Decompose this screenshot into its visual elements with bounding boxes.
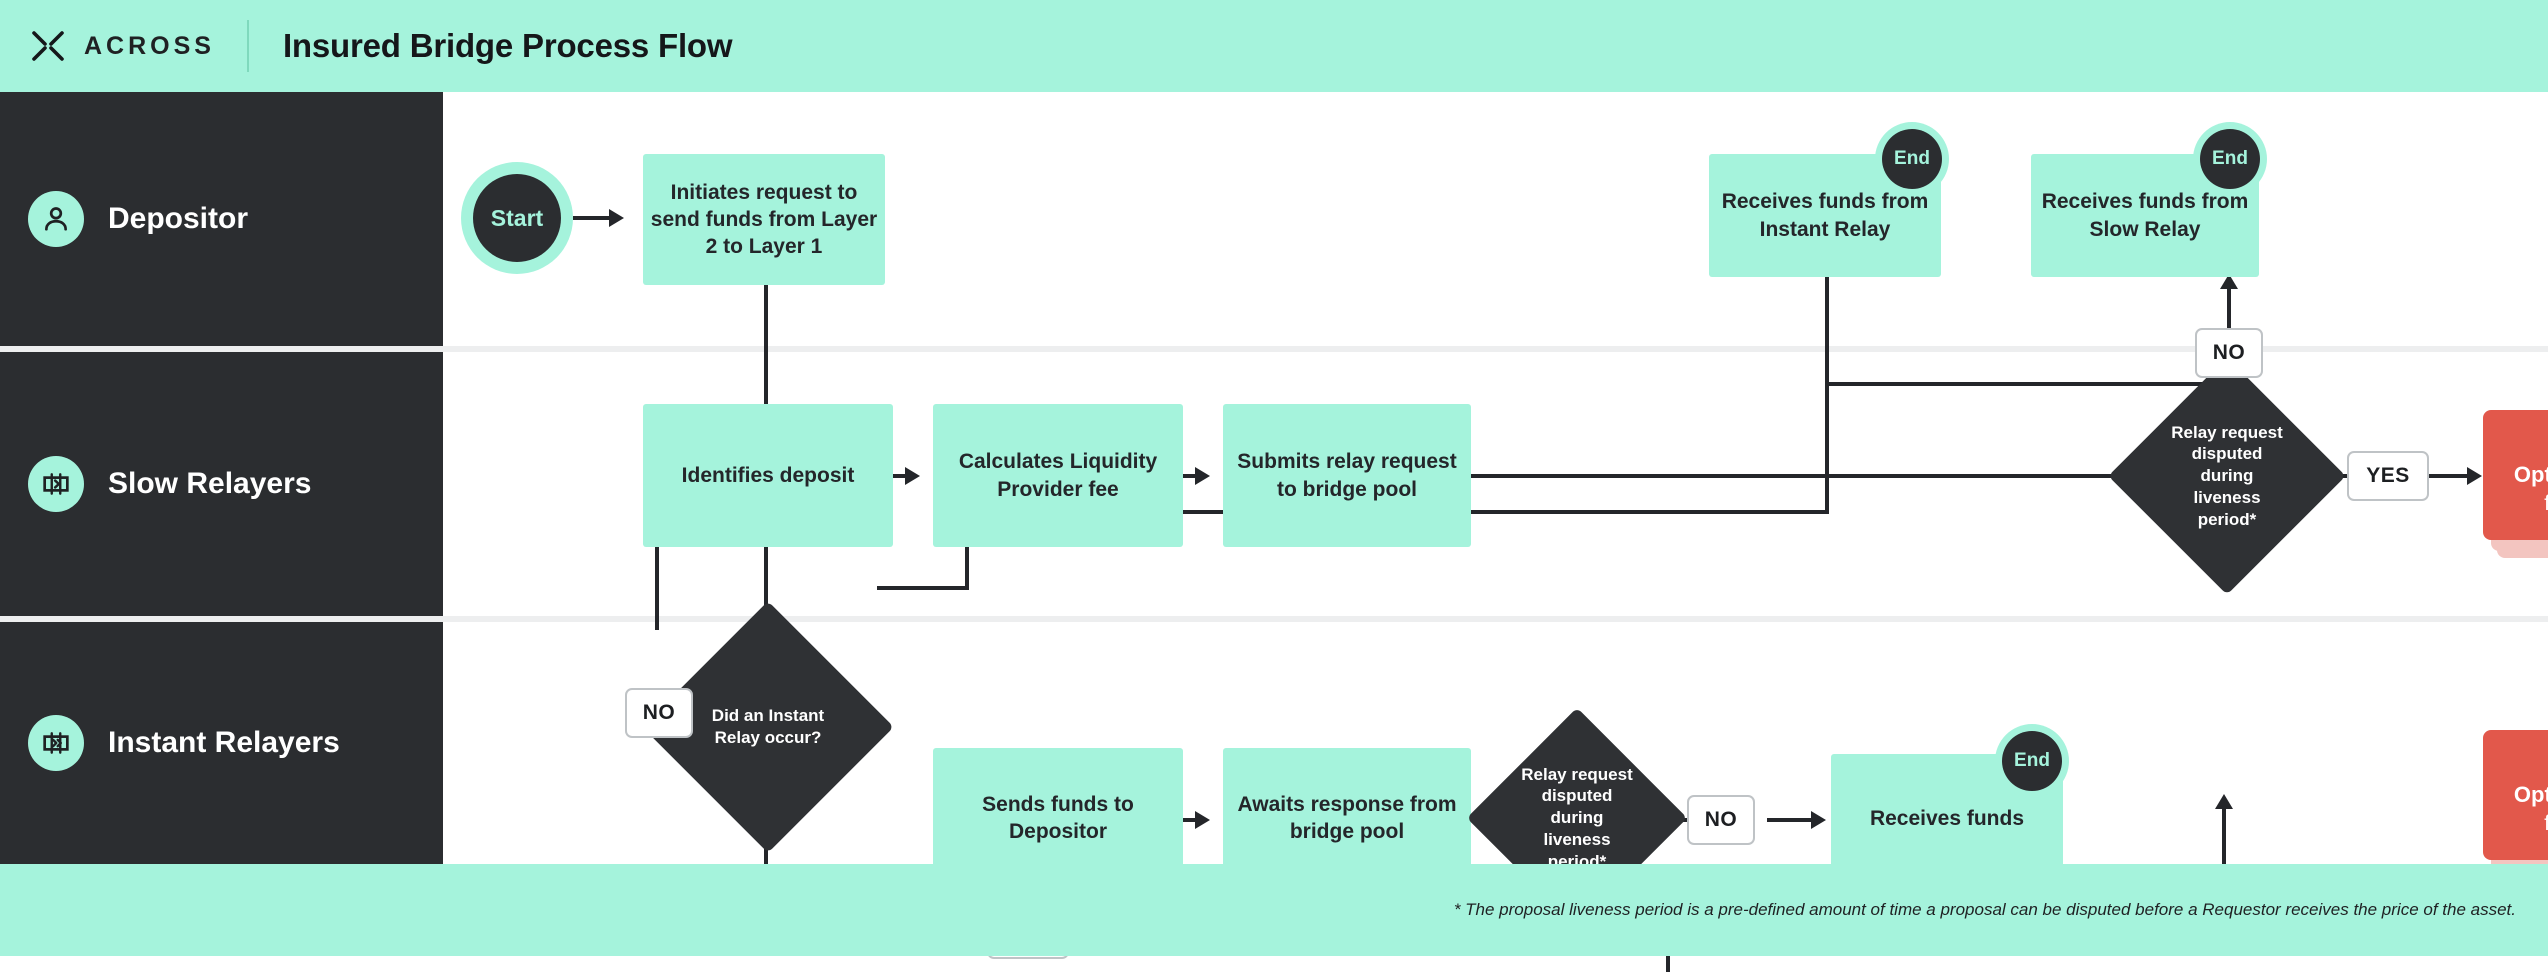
node-optimistic-oracle-slow[interactable]: Sends to Optimistic Oracle for resolutio…: [2483, 410, 2548, 558]
header-divider: [246, 20, 249, 72]
lane-label-text: Depositor: [108, 202, 249, 235]
decision-did-instant-relay-occur[interactable]: Did an Instant Relay occur?: [642, 601, 894, 853]
lane-label-text: Slow Relayers: [108, 467, 312, 500]
edge-label-no-instant: NO: [1687, 795, 1755, 845]
arrowhead: [1195, 811, 1210, 829]
oracle-card-face: Sends to Optimistic Oracle for resolutio…: [2483, 730, 2548, 860]
end-badge-receives-funds: End: [1995, 724, 2069, 798]
brand-name: ACROSS: [84, 31, 215, 60]
edge-slow-yes-b: [2425, 474, 2467, 478]
start-label: Start: [473, 174, 561, 262]
decision-label: Did an Instant Relay occur?: [711, 706, 825, 747]
edge-no-seg-h1: [877, 586, 969, 590]
edge-label-no-slow: NO: [2195, 328, 2263, 378]
arrowhead: [1195, 467, 1210, 485]
edge-start-initiates: [573, 216, 609, 220]
decision-relay-disputed-instant[interactable]: Relay request disputed during liveness p…: [1466, 707, 1688, 929]
arrowhead: [609, 209, 624, 227]
end-badge-instant: End: [1875, 122, 1949, 196]
end-badge-slow: End: [2193, 122, 2267, 196]
oracle-line-3: for resolution: [2544, 811, 2548, 835]
arrowhead: [905, 467, 920, 485]
oracle-line-2: Optimistic Oracle: [2513, 462, 2548, 488]
edge-label-yes-slow: YES: [2347, 451, 2429, 501]
across-logo-icon: [28, 26, 68, 66]
lane-label-text: Instant Relayers: [108, 726, 340, 759]
page-title: Insured Bridge Process Flow: [282, 27, 733, 64]
oracle-line-3: for resolution: [2544, 491, 2548, 515]
node-submits-relay-request[interactable]: Submits relay request to bridge pool: [1223, 404, 1471, 547]
edge-no-vertical-down: [655, 494, 659, 630]
lane-divider-1: [0, 346, 2548, 352]
edge-slow-no-v1: [2227, 288, 2231, 328]
lane-label-slow-relayers: Slow Relayers: [0, 352, 443, 616]
flow-canvas: Start Initiates request to send funds fr…: [443, 92, 2548, 972]
edge-submits-slow-decision: [1433, 474, 2143, 478]
decision-label: Relay request disputed during liveness p…: [1521, 764, 1633, 871]
node-identifies-deposit[interactable]: Identifies deposit: [643, 404, 893, 547]
page-header: ACROSS Insured Bridge Process Flow: [0, 0, 2548, 92]
user-icon: [28, 191, 84, 247]
edge-instant-no-b: [1767, 818, 1811, 822]
edge-no-seg-v2: [1825, 382, 1829, 514]
double-chevron-relay-icon: [28, 715, 84, 771]
edge-no-seg-h3: [1825, 382, 2231, 386]
edge-initiates-identifies: [764, 285, 768, 440]
arrowhead: [2467, 467, 2482, 485]
node-calculates-lp-fee[interactable]: Calculates Liquidity Provider fee: [933, 404, 1183, 547]
oracle-card-face: Sends to Optimistic Oracle for resolutio…: [2483, 410, 2548, 540]
arrowhead: [2220, 274, 2238, 289]
end-badge-label: End: [2002, 731, 2062, 791]
start-node[interactable]: Start: [461, 162, 573, 274]
edge-instant-yes-v2: [2222, 808, 2226, 910]
end-badge-label: End: [2200, 129, 2260, 189]
edge-identifies-decision: [764, 508, 768, 630]
brand: ACROSS: [0, 26, 215, 66]
arrowhead: [1811, 811, 1826, 829]
lane-label-instant-relayers: Instant Relayers: [0, 622, 443, 864]
lane-divider-2: [0, 616, 2548, 622]
single-chevron-relay-icon: [28, 456, 84, 512]
decision-label: Relay request disputed during liveness p…: [2171, 422, 2283, 529]
oracle-line-2: Optimistic Oracle: [2513, 782, 2548, 808]
node-optimistic-oracle-instant[interactable]: Sends to Optimistic Oracle for resolutio…: [2483, 730, 2548, 878]
arrowhead: [2215, 794, 2233, 809]
footnote-text: * The proposal liveness period is a pre-…: [1453, 900, 2516, 919]
end-badge-label: End: [1882, 129, 1942, 189]
edge-no-seg-v1: [965, 510, 969, 590]
page-footer: * The proposal liveness period is a pre-…: [0, 864, 2548, 956]
edge-up-to-instant-relay-box: [1825, 202, 1829, 384]
lane-label-depositor: Depositor: [0, 92, 443, 346]
node-initiates-request[interactable]: Initiates request to send funds from Lay…: [643, 154, 885, 285]
edge-label-no-instant-relay: NO: [625, 688, 693, 738]
decision-relay-disputed-slow[interactable]: Relay request disputed during liveness p…: [2108, 357, 2346, 595]
